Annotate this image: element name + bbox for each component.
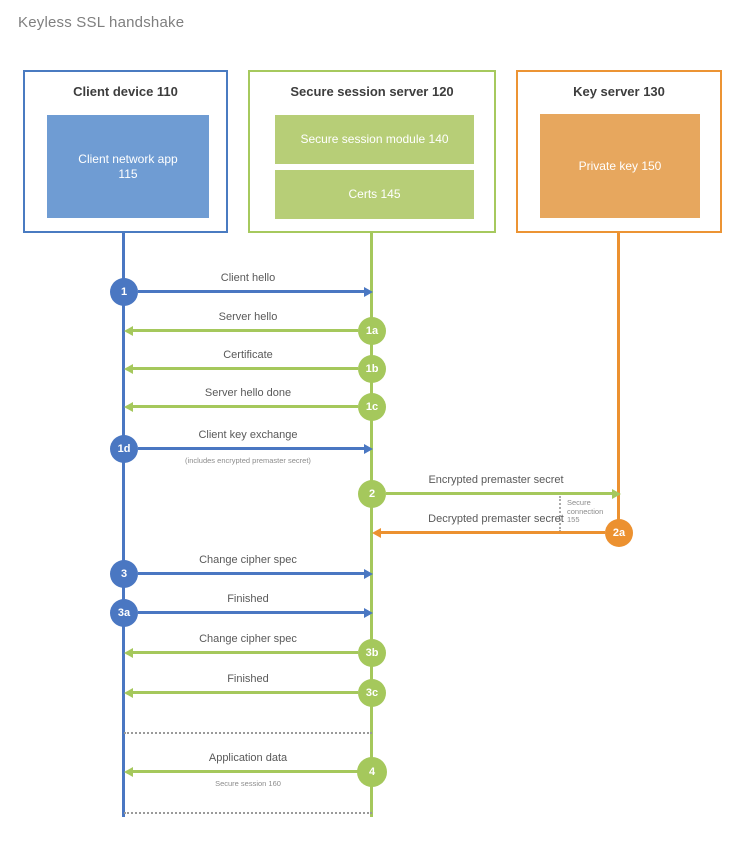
step-badge: 4 <box>357 757 387 787</box>
message-label: Change cipher spec <box>199 633 297 645</box>
module-secure-session-module: Secure session module 140 <box>275 115 474 164</box>
client-lifeline <box>122 233 125 817</box>
arrow-line <box>133 367 358 370</box>
secure-connection-note: Secure connection 155 <box>567 498 604 524</box>
arrow-line <box>133 691 358 694</box>
arrowhead-right-icon <box>364 569 373 579</box>
actor-title: Key server 130 <box>573 84 665 99</box>
secure-connection-divider <box>559 496 561 532</box>
module-certs: Certs 145 <box>275 170 474 219</box>
module-label: Private key 150 <box>578 158 662 173</box>
session-separator-top <box>124 732 372 734</box>
step-badge: 3a <box>110 599 138 627</box>
actor-title: Secure session server 120 <box>290 84 454 99</box>
page-title: Keyless SSL handshake <box>18 14 185 31</box>
session-separator-bottom <box>124 812 372 814</box>
message-label: Client key exchange <box>198 429 298 441</box>
actor-title: Client device 110 <box>73 84 178 99</box>
arrow-line <box>133 329 358 332</box>
arrowhead-left-icon <box>124 767 133 777</box>
message-label: Encrypted premaster secret <box>428 474 564 486</box>
actor-secure-session-server: Secure session server 120 Secure session… <box>248 70 496 233</box>
message-sublabel: Secure session 160 <box>215 779 281 788</box>
actor-client-device: Client device 110 Client network app 115 <box>23 70 228 233</box>
arrow-line <box>138 290 364 293</box>
arrow-line <box>133 405 358 408</box>
step-badge: 1b <box>358 355 386 383</box>
message-label: Server hello done <box>204 387 292 399</box>
step-badge: 3b <box>358 639 386 667</box>
module-label: Certs 145 <box>348 187 401 201</box>
arrowhead-right-icon <box>364 444 373 454</box>
step-badge: 3 <box>110 560 138 588</box>
step-badge: 1d <box>110 435 138 463</box>
step-badge: 1a <box>358 317 386 345</box>
arrowhead-left-icon <box>124 326 133 336</box>
message-sublabel: (includes encrypted premaster secret) <box>185 456 311 465</box>
arrowhead-left-icon <box>372 528 381 538</box>
server-lifeline <box>370 233 373 817</box>
module-label: Secure session module 140 <box>300 132 449 146</box>
arrowhead-right-icon <box>364 608 373 618</box>
arrow-line <box>133 651 358 654</box>
message-label: Decrypted premaster secret <box>428 513 564 525</box>
arrow-line <box>133 770 358 773</box>
message-label: Application data <box>208 752 288 764</box>
arrow-line <box>138 611 364 614</box>
arrowhead-left-icon <box>124 364 133 374</box>
step-badge: 1c <box>358 393 386 421</box>
step-badge: 1 <box>110 278 138 306</box>
key-server-lifeline <box>617 233 620 533</box>
message-label: Finished <box>227 593 269 605</box>
arrowhead-left-icon <box>124 688 133 698</box>
module-client-network-app: Client network app 115 <box>47 115 209 218</box>
message-label: Client hello <box>220 272 276 284</box>
module-private-key: Private key 150 <box>540 114 700 218</box>
module-label: Client network app 115 <box>78 151 178 181</box>
message-label: Finished <box>227 673 269 685</box>
step-badge: 2 <box>358 480 386 508</box>
arrowhead-left-icon <box>124 402 133 412</box>
message-label: Certificate <box>223 349 273 361</box>
arrowhead-left-icon <box>124 648 133 658</box>
message-label: Change cipher spec <box>199 554 297 566</box>
arrowhead-right-icon <box>364 287 373 297</box>
actor-key-server: Key server 130 Private key 150 <box>516 70 722 233</box>
step-badge: 2a <box>605 519 633 547</box>
arrow-line <box>138 447 364 450</box>
arrowhead-right-icon <box>612 489 621 499</box>
arrow-line <box>381 531 605 534</box>
arrow-line <box>386 492 612 495</box>
arrow-line <box>138 572 364 575</box>
step-badge: 3c <box>358 679 386 707</box>
message-label: Server hello <box>218 311 278 323</box>
